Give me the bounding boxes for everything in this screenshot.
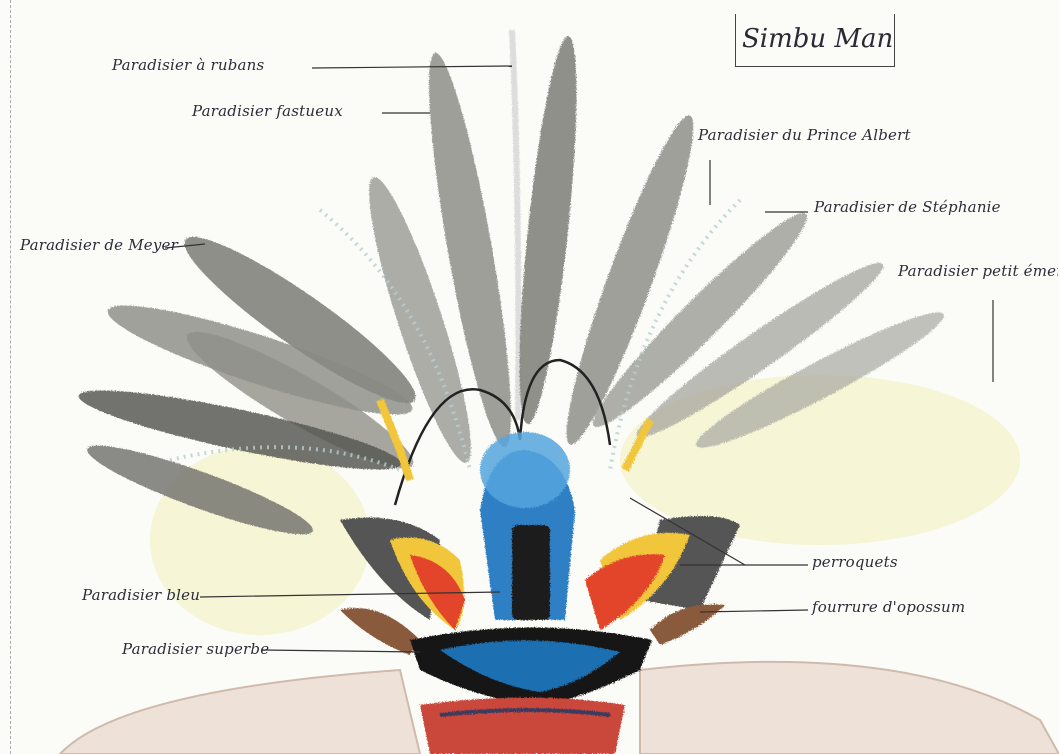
label-paradisier-petit-emeraude: Paradisier petit émerau [898, 262, 1058, 280]
ribbon-plume [512, 30, 518, 420]
label-paradisier-a-rubans: Paradisier à rubans [112, 56, 264, 74]
leader-rubans [312, 66, 512, 68]
label-paradisier-de-stephanie: Paradisier de Stéphanie [814, 198, 1001, 216]
label-paradisier-bleu: Paradisier bleu [82, 586, 200, 604]
page-title: Simbu Man [742, 24, 893, 54]
label-fourrure-d-opossum: fourrure d'opossum [812, 598, 965, 616]
label-paradisier-superbe: Paradisier superbe [122, 640, 269, 658]
lower-red-band [420, 698, 625, 754]
label-paradisier-fastueux: Paradisier fastueux [192, 102, 343, 120]
label-paradisier-de-meyer: Paradisier de Meyer [20, 236, 178, 254]
label-paradisier-prince-albert: Paradisier du Prince Albert [698, 126, 911, 144]
leader-superbe [262, 650, 420, 652]
superbe-band [410, 628, 652, 706]
label-perroquets: perroquets [812, 553, 898, 571]
